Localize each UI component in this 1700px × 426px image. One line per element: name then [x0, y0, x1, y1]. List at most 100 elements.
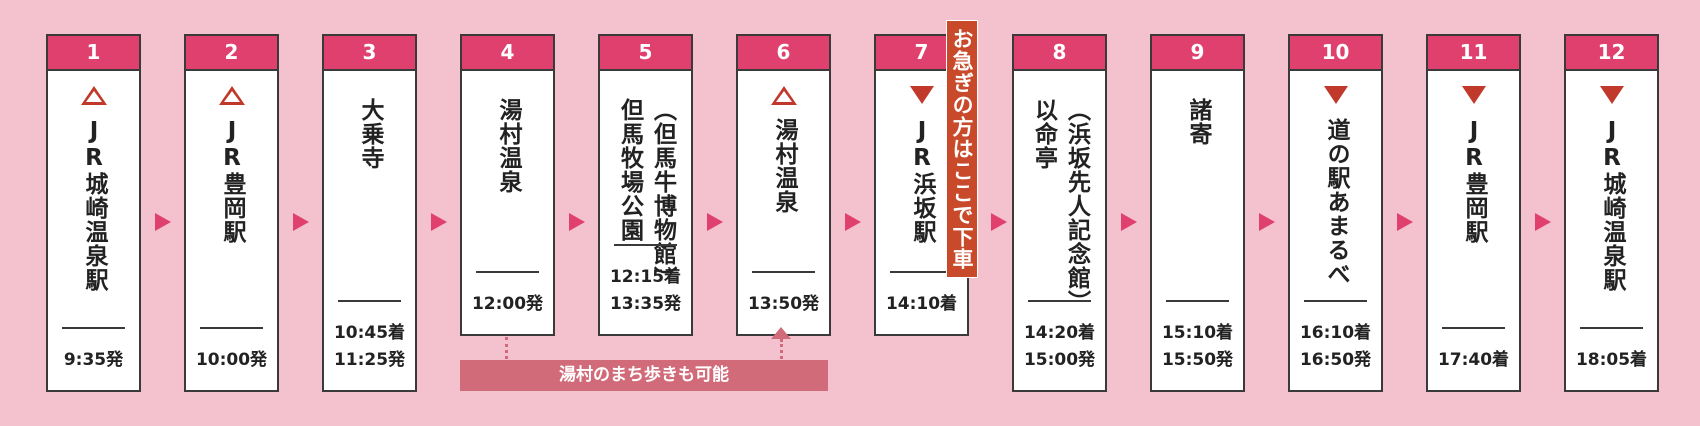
stop-card-4: 4 湯村温泉 12:00発: [460, 34, 555, 336]
stop-name: JR城崎温泉駅: [48, 118, 139, 292]
time-text: 16:10着: [1299, 323, 1372, 343]
divider: [890, 271, 953, 273]
time-text: 13:35発: [609, 294, 682, 314]
stop-number: 10: [1290, 36, 1381, 71]
stop-times: 17:40着: [1428, 347, 1519, 374]
stop-name: （但馬牛博物館）但馬牧場公園: [600, 98, 691, 290]
divider: [338, 300, 401, 302]
stop-name: 諸寄: [1152, 98, 1243, 146]
divider: [62, 327, 125, 329]
time-text: 9:35発: [63, 350, 124, 370]
time-text: 15:00発: [1023, 350, 1096, 370]
divider: [614, 244, 677, 246]
stop-number: 9: [1152, 36, 1243, 71]
stop-name-line: 道の駅あまるべ: [1323, 118, 1349, 286]
stop-number: 1: [48, 36, 139, 71]
stop-name: 道の駅あまるべ: [1290, 118, 1381, 286]
stop-name-line: JR豊岡駅: [1461, 118, 1487, 244]
divider: [1580, 327, 1643, 329]
next-arrow-icon: [1120, 213, 1137, 231]
boarding-triangle-icon: [218, 86, 245, 105]
boarding-triangle-icon: [80, 86, 107, 105]
alighting-triangle-icon: [1323, 86, 1348, 104]
divider: [476, 271, 539, 273]
boarding-triangle-icon: [770, 86, 797, 105]
next-arrow-icon: [430, 213, 447, 231]
stop-times: 10:45着 11:25発: [324, 320, 415, 374]
stop-number: 11: [1428, 36, 1519, 71]
next-arrow-icon: [1396, 213, 1413, 231]
divider: [1166, 300, 1229, 302]
time-text: 12:00発: [471, 294, 544, 314]
stop-name-line: 湯村温泉: [495, 98, 521, 194]
express-exit-note: お急ぎの方はここで下車: [946, 20, 978, 278]
time-text: 16:50発: [1299, 350, 1372, 370]
stop-name-line: （浜坂先人記念館）: [1063, 98, 1090, 314]
stop-number: 12: [1566, 36, 1657, 71]
stop-number: 2: [186, 36, 277, 71]
next-arrow-icon: [154, 213, 171, 231]
stop-card-3: 3 大乗寺 10:45着 11:25発: [322, 34, 417, 392]
time-text: 11:25発: [333, 350, 406, 370]
stop-times: 14:10着: [876, 291, 967, 318]
stop-card-10: 10 道の駅あまるべ 16:10着 16:50発: [1288, 34, 1383, 392]
stop-name-line: JR城崎温泉駅: [1599, 118, 1625, 292]
stop-number: 5: [600, 36, 691, 71]
stop-name: JR城崎温泉駅: [1566, 118, 1657, 292]
stop-name-line: 湯村温泉: [771, 118, 797, 214]
stop-name: JR豊岡駅: [186, 118, 277, 244]
stop-name-line: 大乗寺: [357, 98, 383, 170]
stop-name-line: 但馬牧場公園: [616, 98, 643, 242]
time-text: 17:40着: [1437, 350, 1510, 370]
alighting-triangle-icon: [1599, 86, 1624, 104]
divider: [1304, 300, 1367, 302]
time-text: 14:10着: [885, 294, 958, 314]
divider: [200, 327, 263, 329]
next-arrow-icon: [568, 213, 585, 231]
next-arrow-icon: [990, 213, 1007, 231]
divider: [1442, 327, 1505, 329]
stop-name-line: 諸寄: [1185, 98, 1211, 146]
stop-times: 18:05着: [1566, 347, 1657, 374]
alighting-triangle-icon: [1461, 86, 1486, 104]
divider: [1028, 300, 1091, 302]
stop-times: 12:00発: [462, 291, 553, 318]
time-text: 18:05着: [1575, 350, 1648, 370]
walk-connector-dots: [505, 337, 508, 359]
stop-times: 16:10着 16:50発: [1290, 320, 1381, 374]
stop-name: （浜坂先人記念館）以命亭: [1014, 98, 1105, 314]
time-text: 10:45着: [333, 323, 406, 343]
stop-name-line: JR浜坂駅: [909, 118, 935, 244]
time-text: 10:00発: [195, 350, 268, 370]
divider: [752, 271, 815, 273]
stop-name-line: JR豊岡駅: [219, 118, 245, 244]
stop-name: 湯村温泉: [738, 118, 829, 214]
stop-number: 4: [462, 36, 553, 71]
stop-number: 3: [324, 36, 415, 71]
time-text: 13:50発: [747, 294, 820, 314]
stop-name: JR浜坂駅: [876, 118, 967, 244]
stop-number: 8: [1014, 36, 1105, 71]
stop-name: 湯村温泉: [462, 98, 553, 194]
stop-times: 10:00発: [186, 347, 277, 374]
time-text: 14:20着: [1023, 323, 1096, 343]
stop-name-line: JR城崎温泉駅: [81, 118, 107, 292]
stop-card-8: 8 （浜坂先人記念館）以命亭 14:20着 15:00発: [1012, 34, 1107, 392]
stop-times: 14:20着 15:00発: [1014, 320, 1105, 374]
next-arrow-icon: [1534, 213, 1551, 231]
walk-note-bar: 湯村のまち歩きも可能: [460, 360, 828, 391]
stop-times: 13:50発: [738, 291, 829, 318]
next-arrow-icon: [1258, 213, 1275, 231]
stop-times: 9:35発: [48, 347, 139, 374]
stop-name-line: 以命亭: [1030, 98, 1057, 170]
stop-name-line: （但馬牛博物館）: [649, 98, 676, 290]
stop-name: JR豊岡駅: [1428, 118, 1519, 244]
